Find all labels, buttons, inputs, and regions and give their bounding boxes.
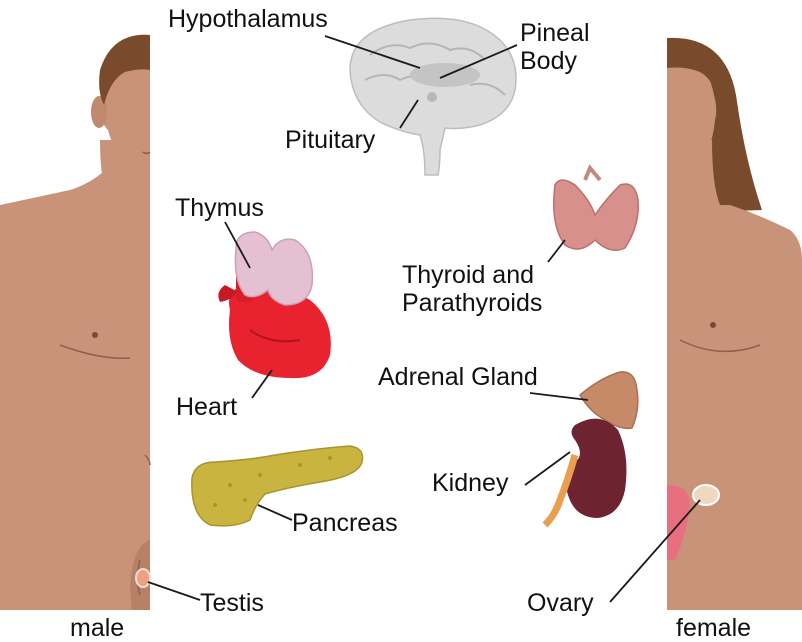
female-figure bbox=[667, 38, 802, 610]
label-pineal-line2: Body bbox=[520, 48, 577, 74]
label-testis: Testis bbox=[200, 590, 264, 616]
ovary-icon bbox=[693, 485, 719, 505]
label-heart: Heart bbox=[176, 394, 237, 420]
thymus-icon bbox=[235, 232, 312, 305]
label-pituitary: Pituitary bbox=[285, 127, 375, 153]
male-figure bbox=[0, 35, 150, 610]
thyroid-icon bbox=[554, 168, 638, 250]
label-thymus: Thymus bbox=[175, 195, 264, 221]
label-hypothalamus: Hypothalamus bbox=[168, 6, 328, 32]
label-adrenal-gland: Adrenal Gland bbox=[378, 364, 538, 390]
label-thyroid-line2: Parathyroids bbox=[402, 290, 542, 316]
label-kidney: Kidney bbox=[432, 470, 508, 496]
label-pancreas: Pancreas bbox=[292, 510, 398, 536]
label-female: female bbox=[676, 615, 751, 641]
label-pineal-line1: Pineal bbox=[520, 20, 590, 46]
testis-icon bbox=[136, 569, 150, 587]
label-thyroid-line1: Thyroid and bbox=[402, 262, 534, 288]
kidney-icon bbox=[545, 419, 626, 525]
label-male: male bbox=[70, 615, 124, 641]
label-ovary: Ovary bbox=[527, 590, 594, 616]
